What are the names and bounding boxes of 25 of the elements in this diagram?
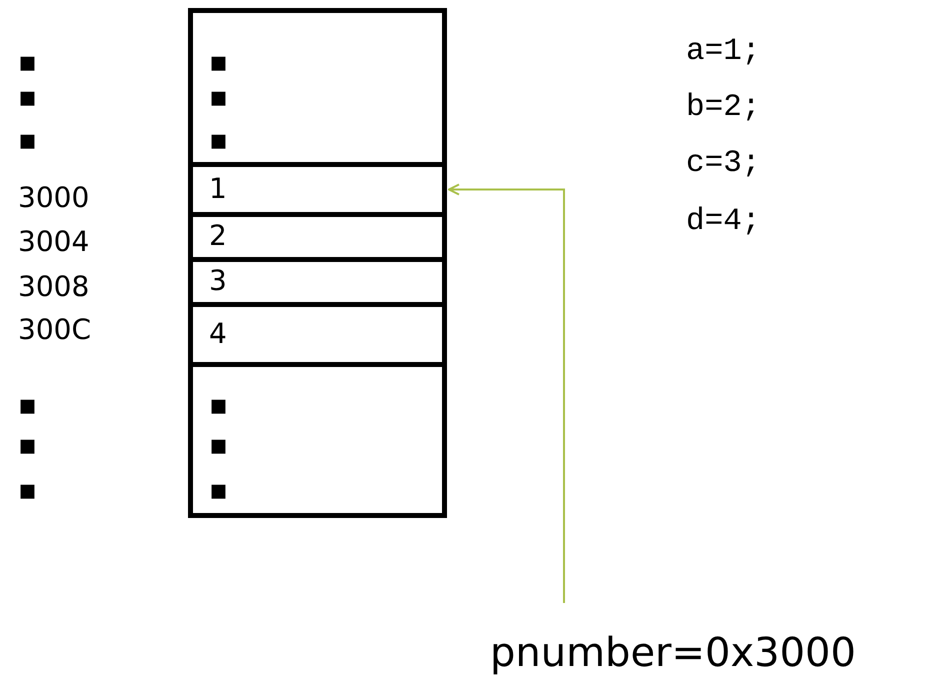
cell-value: 1 (209, 172, 227, 206)
cell-value: ▪ (209, 45, 228, 79)
pointer-label: pnumber=0x3000 (490, 629, 856, 678)
code-line: b=2; (686, 90, 760, 126)
cell-value: 3 (209, 264, 227, 298)
memory-address: 300C (18, 313, 91, 347)
memory-address: ▪ (18, 45, 37, 79)
memory-address: ▪ (18, 428, 37, 462)
cell-value: ▪ (209, 473, 228, 507)
code-line: a=1; (686, 34, 760, 70)
memory-address: 3000 (18, 181, 90, 215)
code-line: c=3; (686, 146, 760, 182)
memory-address: 3008 (18, 270, 90, 304)
memory-address: ▪ (18, 123, 37, 157)
memory-address: ▪ (18, 473, 37, 507)
cell-value: ▪ (209, 428, 228, 462)
memory-address: ▪ (18, 388, 37, 422)
cell-value: ▪ (209, 80, 228, 114)
memory-address: 3004 (18, 225, 90, 259)
memory-address: ▪ (18, 80, 37, 114)
cell-value: ▪ (209, 123, 228, 157)
cell-value: ▪ (209, 388, 228, 422)
code-line: d=4; (686, 204, 760, 240)
cell-value: 4 (209, 317, 227, 351)
cell-value: 2 (209, 219, 227, 253)
